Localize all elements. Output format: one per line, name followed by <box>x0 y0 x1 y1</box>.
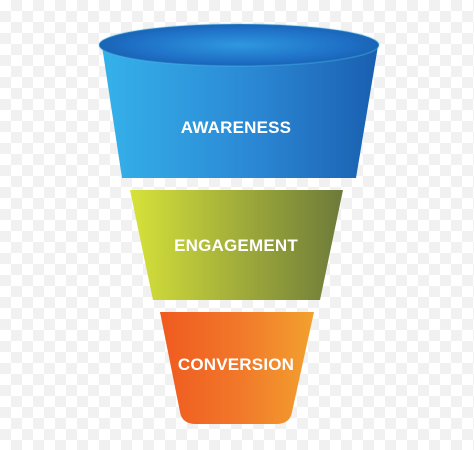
funnel-stage-engagement: ENGAGEMENT <box>130 190 343 300</box>
conversion-label: CONVERSION <box>178 355 294 374</box>
engagement-body <box>130 190 343 300</box>
funnel-stage-awareness: AWARENESS <box>98 23 380 178</box>
engagement-label: ENGAGEMENT <box>174 236 298 255</box>
funnel-stage-conversion: CONVERSION <box>160 312 314 424</box>
awareness-rim-highlight <box>98 23 380 67</box>
awareness-body <box>100 44 378 178</box>
awareness-rim <box>99 24 379 66</box>
awareness-label: AWARENESS <box>181 118 291 137</box>
conversion-body <box>160 312 314 424</box>
